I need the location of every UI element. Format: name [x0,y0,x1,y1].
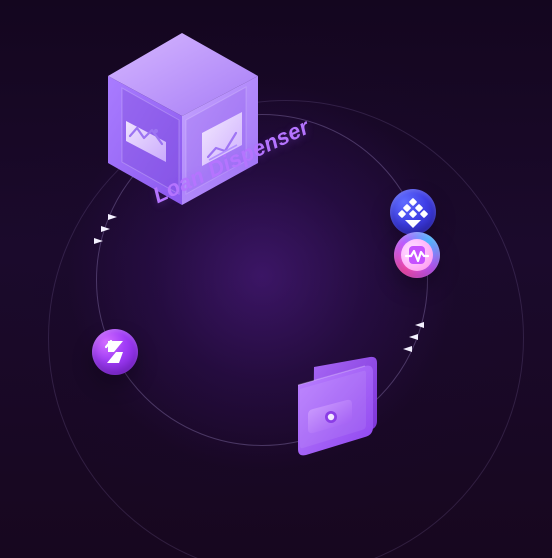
arrow-chevron-right-upper [415,322,424,328]
cube-top-face [108,33,258,116]
purple-token [92,329,138,375]
arrow-chevron-left-upper [108,214,117,220]
arrow-chevron-left-middle [101,226,110,232]
pink-token-icon [404,246,430,264]
landscape-icon [126,121,166,162]
blue-token [390,189,436,235]
loan-dispenser-box [108,33,258,205]
arrow-chevron-right-lower [403,346,412,352]
blue-token-icon [398,198,428,228]
arrow-chevron-right-middle [409,334,418,340]
line-chart-icon [202,112,242,166]
arrow-chevron-left-lower [94,238,103,244]
wallet-icon [297,356,377,456]
purple-token-icon [104,339,123,363]
pink-token [394,232,440,278]
